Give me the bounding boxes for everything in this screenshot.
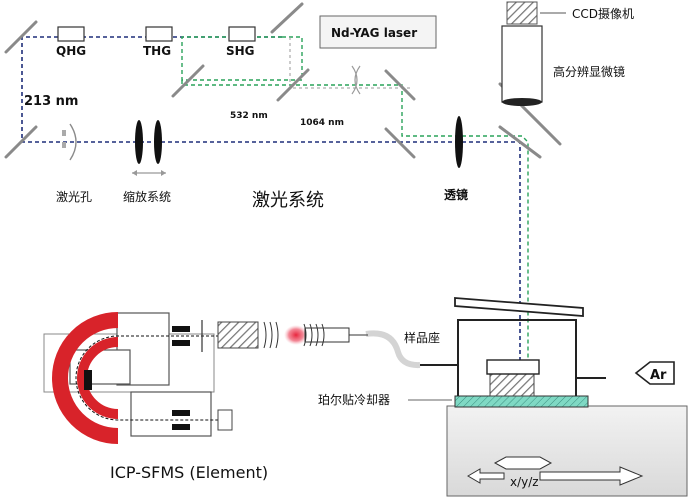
crystal-shg: SHG [226, 26, 256, 58]
stage-xyz-label: x/y/z [510, 475, 539, 489]
wavelength-1064-label: 1064 nm [300, 118, 344, 128]
microscope-label: 高分辨显微镜 [553, 64, 625, 79]
green-beam-path [181, 36, 529, 380]
aperture-label: 激光孔 [56, 190, 92, 204]
magnet-outer [52, 312, 119, 444]
sample-holder-label: 样品座 [404, 330, 440, 345]
argon-label: Ar [650, 368, 667, 383]
crystal-qhg-label: QHG [56, 44, 86, 58]
wavelength-532-label: 532 nm [230, 111, 268, 121]
peltier-cooler: 珀尔贴冷却器 [318, 392, 589, 408]
ablation-chamber [420, 297, 606, 396]
laser-system-title: 激光系统 [252, 190, 324, 211]
zoom-system-label: 缩放系统 [123, 189, 171, 204]
mirror-bottom-left [4, 125, 38, 159]
wavelength-213-label: 213 nm [24, 94, 78, 109]
mirror-ir-split [276, 68, 310, 102]
ir-lens [351, 65, 361, 95]
laser-aperture: 激光孔 [56, 123, 92, 204]
zoom-system: 缩放系统 [123, 120, 171, 204]
mirror-green-split [171, 64, 205, 98]
crystal-shg-label: SHG [226, 44, 255, 58]
icp-torch [284, 323, 368, 347]
ion-path [75, 335, 230, 421]
icp-sfms [43, 312, 279, 444]
mirror-right-bottom [384, 127, 416, 159]
argon-inlet: Ar [634, 361, 675, 385]
mirror-right-top [384, 69, 416, 101]
crystal-thg: THG [143, 26, 173, 58]
focusing-lens-label: 透镜 [444, 187, 468, 202]
mirror-shg-top [270, 2, 304, 34]
crystal-qhg: QHG [56, 26, 86, 58]
ccd-camera-label: CCD摄像机 [572, 6, 634, 21]
ccd-camera: CCD摄像机 [506, 1, 634, 25]
sample-holder: 样品座 [404, 330, 540, 397]
crystal-thg-label: THG [143, 44, 171, 58]
focusing-lens: 透镜 [444, 116, 468, 202]
icp-sfms-label: ICP-SFMS (Element) [110, 463, 268, 482]
nd-yag-laser: Nd-YAG laser [319, 15, 437, 49]
xyz-stage: x/y/z [446, 405, 688, 497]
stage-arrows [467, 456, 644, 486]
mirrors [4, 2, 562, 159]
nd-yag-laser-label: Nd-YAG laser [331, 26, 417, 40]
magnet-inner [77, 337, 119, 419]
peltier-label: 珀尔贴冷却器 [318, 392, 390, 407]
transfer-tube [365, 330, 421, 369]
mirror-top-left [4, 20, 38, 54]
mirror-lens-top [498, 125, 542, 159]
microscope: 高分辨显微镜 [501, 25, 625, 106]
